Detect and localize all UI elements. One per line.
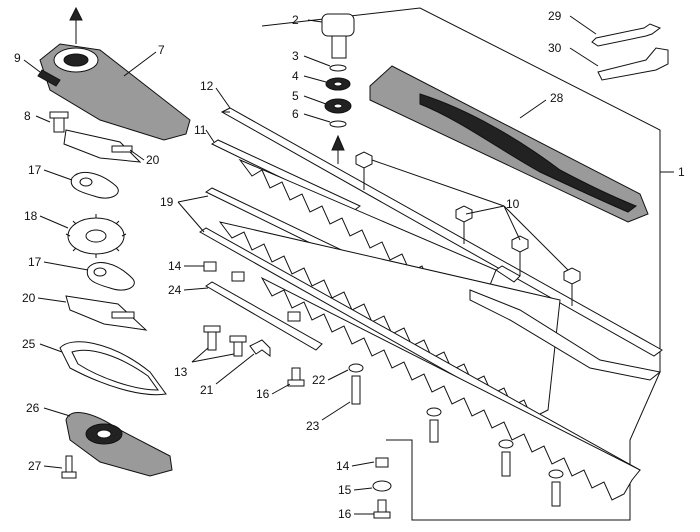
spacer-plate-24 bbox=[205, 281, 323, 351]
handle-cover-28 bbox=[369, 65, 649, 223]
callout-10: 10 bbox=[506, 197, 520, 211]
callout-8: 8 bbox=[24, 109, 31, 123]
callout-28: 28 bbox=[550, 91, 564, 105]
callout-14-upper: 14 bbox=[168, 259, 182, 273]
callout-3: 3 bbox=[292, 49, 299, 63]
callout-15: 15 bbox=[338, 483, 352, 497]
callout-29: 29 bbox=[548, 9, 562, 23]
gear-case-7 bbox=[39, 6, 191, 141]
callout-12: 12 bbox=[200, 79, 214, 93]
callout-20-upper: 20 bbox=[146, 153, 160, 167]
callout-19: 19 bbox=[160, 195, 174, 209]
plate-20-lower bbox=[65, 295, 148, 331]
callout-25: 25 bbox=[22, 337, 36, 351]
callout-17-lower: 17 bbox=[28, 255, 42, 269]
callout-23: 23 bbox=[306, 419, 320, 433]
cam-17-lower bbox=[86, 262, 135, 291]
callout-24: 24 bbox=[168, 283, 182, 297]
bolts-13 bbox=[203, 325, 247, 357]
plate-20-upper bbox=[63, 129, 142, 163]
callout-17-upper: 17 bbox=[28, 163, 42, 177]
nuts-10 bbox=[355, 151, 581, 306]
callout-21: 21 bbox=[200, 383, 214, 397]
gear-18 bbox=[65, 214, 127, 258]
callout-7: 7 bbox=[158, 43, 165, 57]
callout-13: 13 bbox=[174, 365, 188, 379]
leader-lines bbox=[23, 15, 599, 515]
callout-27: 27 bbox=[28, 459, 42, 473]
callout-14-lower: 14 bbox=[336, 459, 350, 473]
callout-labels: 1 2 3 4 5 6 7 8 9 10 11 12 13 14 14 15 1… bbox=[14, 9, 685, 521]
gasket-25 bbox=[59, 341, 167, 396]
bolt-16-upper bbox=[287, 367, 305, 387]
block-14-upper bbox=[203, 261, 217, 272]
callout-6: 6 bbox=[292, 107, 299, 121]
gear-cover-26 bbox=[65, 412, 173, 477]
callout-5: 5 bbox=[292, 89, 299, 103]
callout-9: 9 bbox=[14, 51, 21, 65]
bracket-21 bbox=[249, 339, 271, 357]
assembly-outline bbox=[261, 7, 661, 521]
box-wrench-30 bbox=[597, 47, 669, 81]
callout-22: 22 bbox=[312, 373, 326, 387]
bolt-23 bbox=[351, 375, 361, 405]
bolt-16-lower bbox=[373, 499, 391, 519]
shaft-stack-2-6 bbox=[321, 13, 355, 164]
callout-18: 18 bbox=[24, 209, 38, 223]
callout-11: 11 bbox=[194, 123, 207, 137]
wrench-29 bbox=[591, 23, 662, 47]
block-14-lower bbox=[375, 457, 389, 468]
pin-9 bbox=[37, 69, 61, 87]
callout-30: 30 bbox=[548, 41, 562, 55]
washer-22 bbox=[348, 363, 364, 373]
bolt-8 bbox=[49, 111, 69, 133]
callout-4: 4 bbox=[292, 69, 299, 83]
lower-blade bbox=[199, 227, 662, 501]
callout-2: 2 bbox=[292, 13, 299, 27]
callout-16-lower: 16 bbox=[338, 507, 352, 521]
cam-17-upper bbox=[70, 171, 119, 199]
callout-1: 1 bbox=[678, 165, 685, 179]
callout-20-lower: 20 bbox=[22, 291, 36, 305]
callout-16-upper: 16 bbox=[256, 387, 270, 401]
callout-26: 26 bbox=[26, 401, 40, 415]
washer-15 bbox=[372, 480, 392, 492]
screw-27 bbox=[61, 455, 77, 479]
middle-blade-19 bbox=[204, 187, 561, 419]
